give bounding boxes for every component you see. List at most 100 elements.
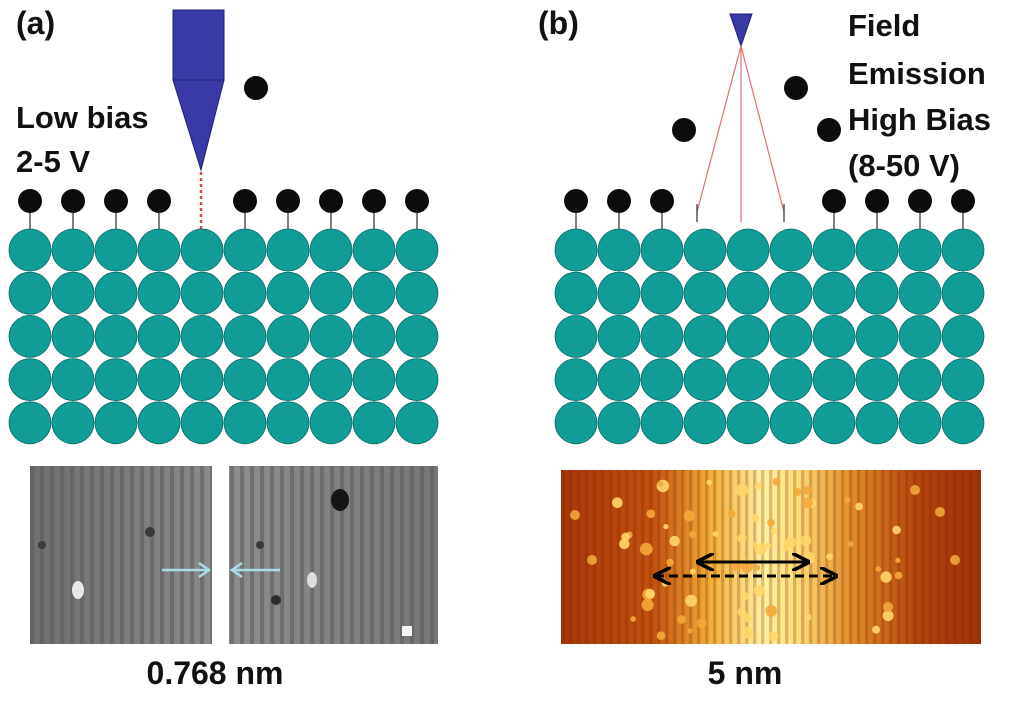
panel-a-substrate-lattice xyxy=(8,228,439,445)
substrate-atom xyxy=(180,401,224,445)
panel-b-substrate-lattice xyxy=(554,228,985,445)
substrate-atom xyxy=(94,358,138,402)
substrate-atom xyxy=(395,358,439,402)
substrate-atom xyxy=(898,314,942,358)
substrate-atom xyxy=(812,228,856,272)
substrate-atom xyxy=(137,271,181,315)
substrate-atom xyxy=(941,314,985,358)
panel-a-bias-line-2: 2-5 V xyxy=(16,144,90,179)
substrate-atom xyxy=(8,314,52,358)
panel-b-bias-line-2: Emission xyxy=(848,56,986,91)
panel-a-measurement: 0.768 nm xyxy=(147,655,284,691)
substrate-atom xyxy=(352,358,396,402)
panel-b-bias-line-4: (8-50 V) xyxy=(848,148,960,183)
panel-b-measurement: 5 nm xyxy=(708,655,783,691)
panel-a: (a) Low bias 2-5 V xyxy=(8,5,439,691)
panel-b-desorbed-hydrogen-atom xyxy=(672,118,696,142)
substrate-atom xyxy=(812,401,856,445)
panel-a-stm-tip xyxy=(172,9,225,172)
substrate-atom xyxy=(8,401,52,445)
panel-b-field-emission-rays xyxy=(696,45,785,222)
substrate-atom xyxy=(941,271,985,315)
substrate-atom xyxy=(180,314,224,358)
substrate-atom xyxy=(855,228,899,272)
hydrogen-atom xyxy=(276,189,300,213)
panel-b-desorbed-hydrogen-atom xyxy=(784,76,808,100)
substrate-atom xyxy=(898,401,942,445)
substrate-atom xyxy=(597,228,641,272)
substrate-atom xyxy=(597,314,641,358)
substrate-atom xyxy=(180,271,224,315)
hydrogen-atom xyxy=(233,189,257,213)
hydrogen-atom xyxy=(18,189,42,213)
substrate-atom xyxy=(94,314,138,358)
substrate-atom xyxy=(640,314,684,358)
substrate-atom xyxy=(223,401,267,445)
substrate-atom xyxy=(266,314,310,358)
substrate-atom xyxy=(640,228,684,272)
panel-b-desorbed-hydrogen-atom xyxy=(817,118,841,142)
substrate-atom xyxy=(266,401,310,445)
substrate-atom xyxy=(726,271,770,315)
substrate-atom xyxy=(554,314,598,358)
panel-b-stm-image xyxy=(561,470,981,644)
substrate-atom xyxy=(352,271,396,315)
substrate-atom xyxy=(309,271,353,315)
substrate-atom xyxy=(554,271,598,315)
substrate-atom xyxy=(855,271,899,315)
substrate-atom xyxy=(223,314,267,358)
hydrogen-atom xyxy=(822,189,846,213)
substrate-atom xyxy=(51,314,95,358)
substrate-atom xyxy=(8,271,52,315)
substrate-atom xyxy=(898,358,942,402)
substrate-atom xyxy=(352,401,396,445)
panel-a-width-arrows xyxy=(162,561,280,579)
hydrogen-atom xyxy=(951,189,975,213)
substrate-atom xyxy=(137,401,181,445)
substrate-atom xyxy=(180,228,224,272)
substrate-atom xyxy=(855,358,899,402)
hydrogen-atom xyxy=(865,189,889,213)
substrate-atom xyxy=(137,228,181,272)
substrate-atom xyxy=(683,271,727,315)
panel-b-stm-tip xyxy=(729,13,753,48)
hydrogen-atom xyxy=(650,189,674,213)
panel-b-bias-text: Field Emission High Bias (8-50 V) xyxy=(848,8,991,183)
substrate-atom xyxy=(352,314,396,358)
substrate-atom xyxy=(51,401,95,445)
substrate-atom xyxy=(726,228,770,272)
substrate-atom xyxy=(726,401,770,445)
substrate-atom xyxy=(137,358,181,402)
panel-b-bias-line-1: Field xyxy=(848,8,920,43)
substrate-atom xyxy=(51,358,95,402)
panel-a-label: (a) xyxy=(16,5,55,41)
panel-a-bias-text: Low bias 2-5 V xyxy=(16,100,149,179)
substrate-atom xyxy=(726,314,770,358)
substrate-atom xyxy=(898,271,942,315)
substrate-atom xyxy=(137,314,181,358)
substrate-atom xyxy=(769,401,813,445)
substrate-atom xyxy=(266,271,310,315)
hydrogen-atom xyxy=(564,189,588,213)
substrate-atom xyxy=(554,401,598,445)
substrate-atom xyxy=(94,401,138,445)
substrate-atom xyxy=(769,271,813,315)
substrate-atom xyxy=(726,358,770,402)
hydrogen-atom xyxy=(908,189,932,213)
substrate-atom xyxy=(683,314,727,358)
panel-a-hydrogen-row xyxy=(18,189,429,232)
substrate-atom xyxy=(941,358,985,402)
hydrogen-atom xyxy=(607,189,631,213)
substrate-atom xyxy=(640,271,684,315)
substrate-atom xyxy=(855,401,899,445)
substrate-atom xyxy=(395,228,439,272)
substrate-atom xyxy=(855,314,899,358)
substrate-atom xyxy=(898,228,942,272)
substrate-atom xyxy=(597,401,641,445)
panel-a-desorbed-hydrogen-atom xyxy=(244,76,268,100)
substrate-atom xyxy=(223,271,267,315)
substrate-atom xyxy=(640,401,684,445)
substrate-atom xyxy=(554,358,598,402)
substrate-atom xyxy=(597,358,641,402)
